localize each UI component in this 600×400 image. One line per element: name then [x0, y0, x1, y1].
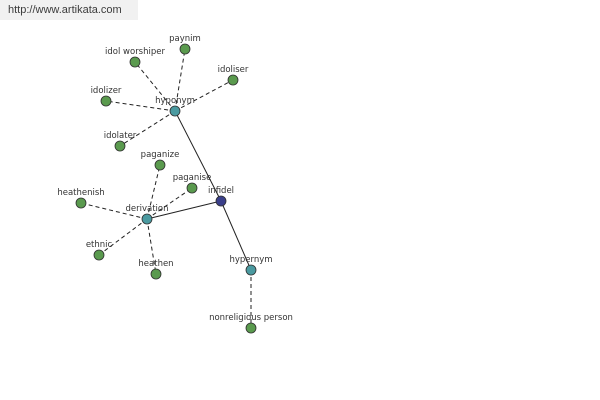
node-label-paganise[interactable]: paganise: [173, 173, 212, 183]
edge-derivation-paganize: [146, 164, 161, 220]
node-idol-worshiper[interactable]: [129, 56, 141, 68]
edge-derivation-heathenish: [80, 202, 148, 220]
node-label-nonreligious-person[interactable]: nonreligious person: [209, 313, 293, 323]
node-label-paganize[interactable]: paganize: [141, 150, 180, 160]
node-heathen[interactable]: [150, 268, 162, 280]
node-ethnic[interactable]: [93, 249, 105, 261]
source-url-watermark: http://www.artikata.com: [0, 0, 138, 20]
node-label-ethnic[interactable]: ethnic: [86, 240, 113, 250]
node-label-hypernym[interactable]: hypernym: [229, 255, 272, 265]
node-label-paynim[interactable]: paynim: [169, 34, 201, 44]
edge-derivation-paganise: [146, 187, 193, 220]
edge-derivation-heathen: [146, 218, 157, 275]
node-nonreligious-person[interactable]: [245, 322, 257, 334]
node-paynim[interactable]: [179, 43, 191, 55]
node-idolater[interactable]: [114, 140, 126, 152]
node-label-idolater[interactable]: idolater: [104, 131, 137, 141]
node-idoliser[interactable]: [227, 74, 239, 86]
node-derivation[interactable]: [141, 213, 153, 225]
nodes-layer: [75, 43, 257, 334]
edge-infidel-derivation: [146, 200, 222, 220]
node-label-idol-worshiper[interactable]: idol worshiper: [105, 47, 165, 57]
node-label-infidel[interactable]: infidel: [208, 186, 234, 196]
node-idolizer[interactable]: [100, 95, 112, 107]
node-label-hyponym[interactable]: hyponym: [155, 96, 195, 106]
node-label-heathen[interactable]: heathen: [138, 259, 173, 269]
labels-layer: infidel hyponym derivation hypernym paynim id…: [57, 34, 293, 323]
edge-derivation-ethnic: [98, 218, 148, 256]
node-heathenish[interactable]: [75, 197, 87, 209]
edge-infidel-hypernym: [220, 200, 252, 271]
edge-hyponym-paynim: [174, 48, 186, 112]
edge-infidel-hyponym: [174, 110, 222, 202]
edge-hyponym-idol-worshiper: [134, 61, 176, 112]
edge-hyponym-idoliser: [174, 79, 234, 112]
node-label-heathenish[interactable]: heathenish: [57, 188, 104, 198]
node-hyponym[interactable]: [169, 105, 181, 117]
node-hypernym[interactable]: [245, 264, 257, 276]
node-label-derivation[interactable]: derivation: [125, 204, 168, 214]
node-label-idoliser[interactable]: idoliser: [218, 65, 249, 75]
edge-hyponym-idolater: [119, 110, 176, 147]
node-label-idolizer[interactable]: idolizer: [91, 86, 122, 96]
node-infidel[interactable]: [215, 195, 227, 207]
edge-hyponym-idolizer: [105, 100, 176, 112]
node-paganise[interactable]: [186, 182, 198, 194]
node-paganize[interactable]: [154, 159, 166, 171]
edges-layer: [80, 48, 252, 328]
